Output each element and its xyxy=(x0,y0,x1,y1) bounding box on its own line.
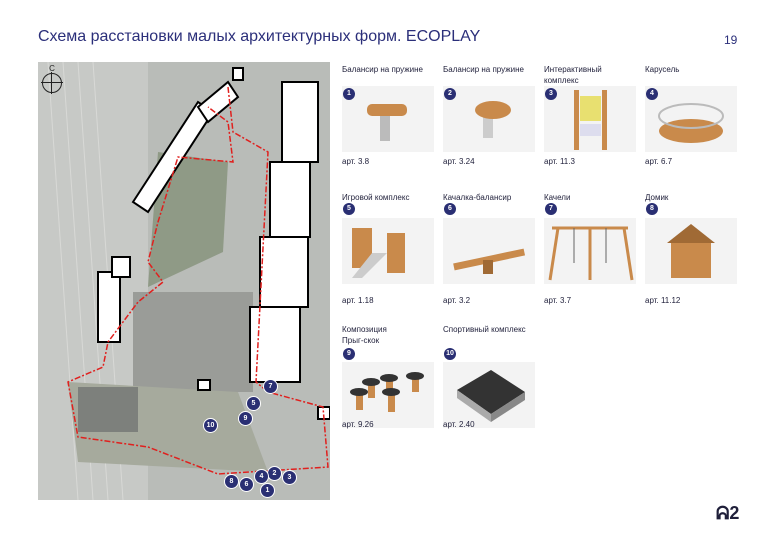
item-image-spring-balancer xyxy=(443,86,535,152)
item-image-swings xyxy=(544,218,636,284)
item-image-play-complex xyxy=(342,218,434,284)
map-marker-9[interactable]: 9 xyxy=(238,411,253,426)
item-number-badge: 9 xyxy=(343,348,355,360)
item-name: Спортивный комплекс xyxy=(443,325,526,334)
item-card-2: Балансир на пружине 2 арт. 3.24 xyxy=(443,64,535,169)
site-plan-drawing xyxy=(38,62,330,500)
site-plan-map xyxy=(38,62,330,500)
item-image-spring-balancer xyxy=(342,86,434,152)
map-marker-7[interactable]: 7 xyxy=(263,379,278,394)
item-image-interactive-panel xyxy=(544,86,636,152)
item-article: арт. 9.26 xyxy=(342,420,374,429)
item-article: арт. 11.3 xyxy=(544,157,575,166)
item-article: арт. 2.40 xyxy=(443,420,475,429)
item-name: Композиция Прыг-скок xyxy=(342,325,387,345)
item-image-playhouse xyxy=(645,218,737,284)
map-marker-6[interactable]: 6 xyxy=(239,477,254,492)
item-article: арт. 6.7 xyxy=(645,157,673,166)
map-marker-2[interactable]: 2 xyxy=(267,466,282,481)
item-name: Игровой комплекс xyxy=(342,193,410,202)
item-card-5: Игровой комплекс 5 арт. 1.18 xyxy=(342,192,434,305)
item-article: арт. 11.12 xyxy=(645,296,681,305)
item-card-9: Композиция Прыг-скок 9 арт. 9.26 xyxy=(342,324,434,434)
item-card-4: Карусель 4 арт. 6.7 xyxy=(645,64,737,169)
item-image-stepping-stumps xyxy=(342,362,434,428)
item-name: Балансир на пружине xyxy=(443,65,524,74)
page-title: Схема расстановки малых архитектурных фо… xyxy=(38,28,481,45)
item-name: Качалка-балансир xyxy=(443,193,512,202)
item-card-1: Балансир на пружине 1 арт. 3.8 xyxy=(342,64,434,169)
item-article: арт. 3.24 xyxy=(443,157,475,166)
item-article: арт. 3.8 xyxy=(342,157,370,166)
item-number-badge: 1 xyxy=(343,88,355,100)
item-image-sports-mat xyxy=(443,362,535,428)
item-number-badge: 3 xyxy=(545,88,557,100)
item-article: арт. 1.18 xyxy=(342,296,374,305)
page-number: 19 xyxy=(724,33,738,47)
item-name: Интерактивный комплекс xyxy=(544,65,602,85)
item-card-8: Домик 8 арт. 11.12 xyxy=(645,192,737,305)
item-article: арт. 3.2 xyxy=(443,296,471,305)
map-marker-3[interactable]: 3 xyxy=(282,470,297,485)
map-marker-1[interactable]: 1 xyxy=(260,483,275,498)
item-name: Балансир на пружине xyxy=(342,65,423,74)
map-marker-8[interactable]: 8 xyxy=(224,474,239,489)
compass-label: С xyxy=(49,64,55,73)
map-marker-10[interactable]: 10 xyxy=(203,418,218,433)
brand-logo-icon: ᕱ2 xyxy=(716,503,740,523)
item-image-seesaw xyxy=(443,218,535,284)
item-number-badge: 5 xyxy=(343,203,355,215)
item-card-7: Качели 7 арт. 3.7 xyxy=(544,192,636,305)
item-name: Карусель xyxy=(645,65,680,74)
item-card-6: Качалка-балансир 6 арт. 3.2 xyxy=(443,192,535,305)
map-marker-4[interactable]: 4 xyxy=(254,469,269,484)
item-number-badge: 2 xyxy=(444,88,456,100)
item-number-badge: 7 xyxy=(545,203,557,215)
north-compass-icon: С xyxy=(41,64,63,94)
item-card-10: Спортивный комплекс 10 арт. 2.40 xyxy=(443,324,535,434)
item-image-carousel xyxy=(645,86,737,152)
item-article: арт. 3.7 xyxy=(544,296,572,305)
item-number-badge: 8 xyxy=(646,203,658,215)
item-number-badge: 4 xyxy=(646,88,658,100)
item-name: Домик xyxy=(645,193,669,202)
item-name: Качели xyxy=(544,193,571,202)
item-number-badge: 10 xyxy=(444,348,456,360)
map-marker-5[interactable]: 5 xyxy=(246,396,261,411)
item-card-3: Интерактивный комплекс 3 арт. 11.3 xyxy=(544,64,636,169)
item-number-badge: 6 xyxy=(444,203,456,215)
